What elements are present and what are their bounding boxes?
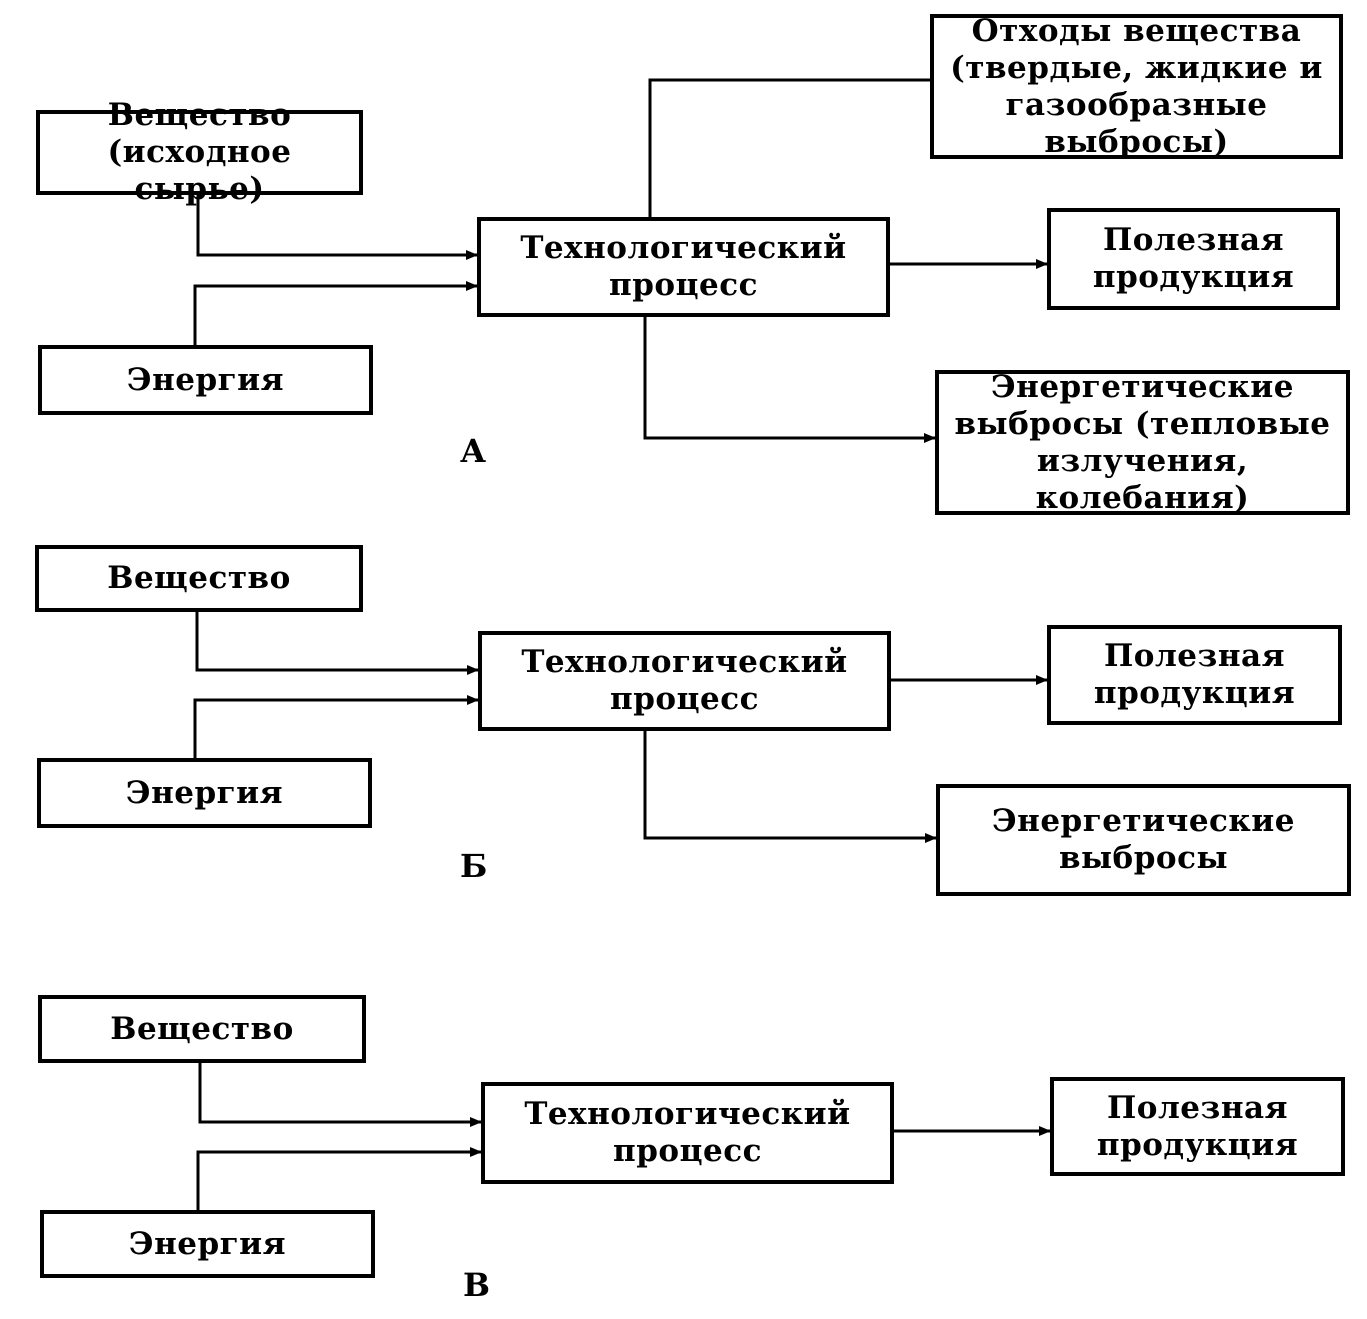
- arrow-substance-to-process-c: [198, 1063, 482, 1127]
- emissions-line-1: Энергетические: [990, 368, 1295, 405]
- substance-line-1: Вещество: [107, 97, 292, 133]
- emissions-line-3: излучения, колебания): [1035, 442, 1250, 516]
- product-line-1: Полезная: [1103, 222, 1284, 258]
- product-box-a: Полезная продукция: [1047, 208, 1340, 310]
- arrow-process-to-emissions-b: [643, 731, 937, 843]
- energy-box-a: Энергия: [38, 345, 373, 415]
- arrow-energy-to-process-c: [196, 1147, 482, 1210]
- waste-box-a: Отходы вещества (твердые, жидкие и газоо…: [930, 12, 1343, 160]
- diagram-label-a: А: [460, 432, 487, 470]
- arrow-energy-to-process-a: [193, 281, 478, 345]
- line-process-to-waste-a: [648, 78, 930, 217]
- substance-line-2: (исходное сырье): [107, 134, 292, 207]
- arrow-substance-to-process-a: [196, 195, 478, 260]
- process-box-b: Технологический процесс: [478, 631, 891, 731]
- product-box-c: Полезная продукция: [1050, 1077, 1345, 1176]
- waste-line-3: газообразные выбросы): [1005, 86, 1268, 160]
- energy-box-b: Энергия: [37, 758, 372, 828]
- product-line-2: продукция: [1096, 1126, 1299, 1163]
- energy-text: Энергия: [128, 1225, 287, 1262]
- process-line-2: процесс: [613, 1133, 762, 1169]
- waste-line-2: (твердые, жидкие и: [950, 49, 1323, 86]
- emissions-line-1: Энергетические: [991, 803, 1296, 839]
- energy-text: Энергия: [126, 361, 285, 398]
- substance-box-a: Вещество (исходное сырье): [36, 97, 363, 207]
- substance-text: Вещество: [110, 1010, 294, 1047]
- diagram-label-b: Б: [460, 847, 488, 885]
- process-line-2: процесс: [609, 267, 758, 303]
- process-line-1: Технологический: [521, 644, 848, 680]
- substance-box-c: Вещество: [38, 995, 366, 1063]
- process-line-2: процесс: [610, 681, 759, 717]
- process-box-a: Технологический процесс: [477, 217, 890, 317]
- waste-line-1: Отходы вещества: [971, 12, 1302, 49]
- diagram-label-c: В: [463, 1266, 491, 1304]
- emissions-line-2: выбросы (тепловые: [954, 405, 1331, 442]
- energy-box-c: Энергия: [40, 1210, 375, 1278]
- process-box-c: Технологический процесс: [481, 1082, 894, 1184]
- substance-text: Вещество: [107, 560, 291, 596]
- energy-text: Энергия: [125, 774, 284, 811]
- product-line-2: продукция: [1093, 675, 1296, 711]
- product-line-1: Полезная: [1107, 1089, 1288, 1126]
- product-line-1: Полезная: [1104, 638, 1285, 674]
- process-line-1: Технологический: [520, 230, 847, 266]
- product-box-b: Полезная продукция: [1047, 625, 1342, 725]
- arrow-substance-to-process-b: [195, 612, 479, 675]
- process-line-1: Технологический: [524, 1096, 851, 1132]
- arrow-process-to-emissions-a: [643, 317, 936, 443]
- substance-box-b: Вещество: [35, 545, 363, 612]
- product-line-2: продукция: [1092, 259, 1295, 295]
- emissions-line-2: выбросы: [1058, 840, 1229, 876]
- arrow-energy-to-process-b: [193, 695, 479, 758]
- energy-emissions-box-a: Энергетические выбросы (тепловые излучен…: [935, 368, 1350, 516]
- energy-emissions-box-b: Энергетические выбросы: [936, 784, 1351, 896]
